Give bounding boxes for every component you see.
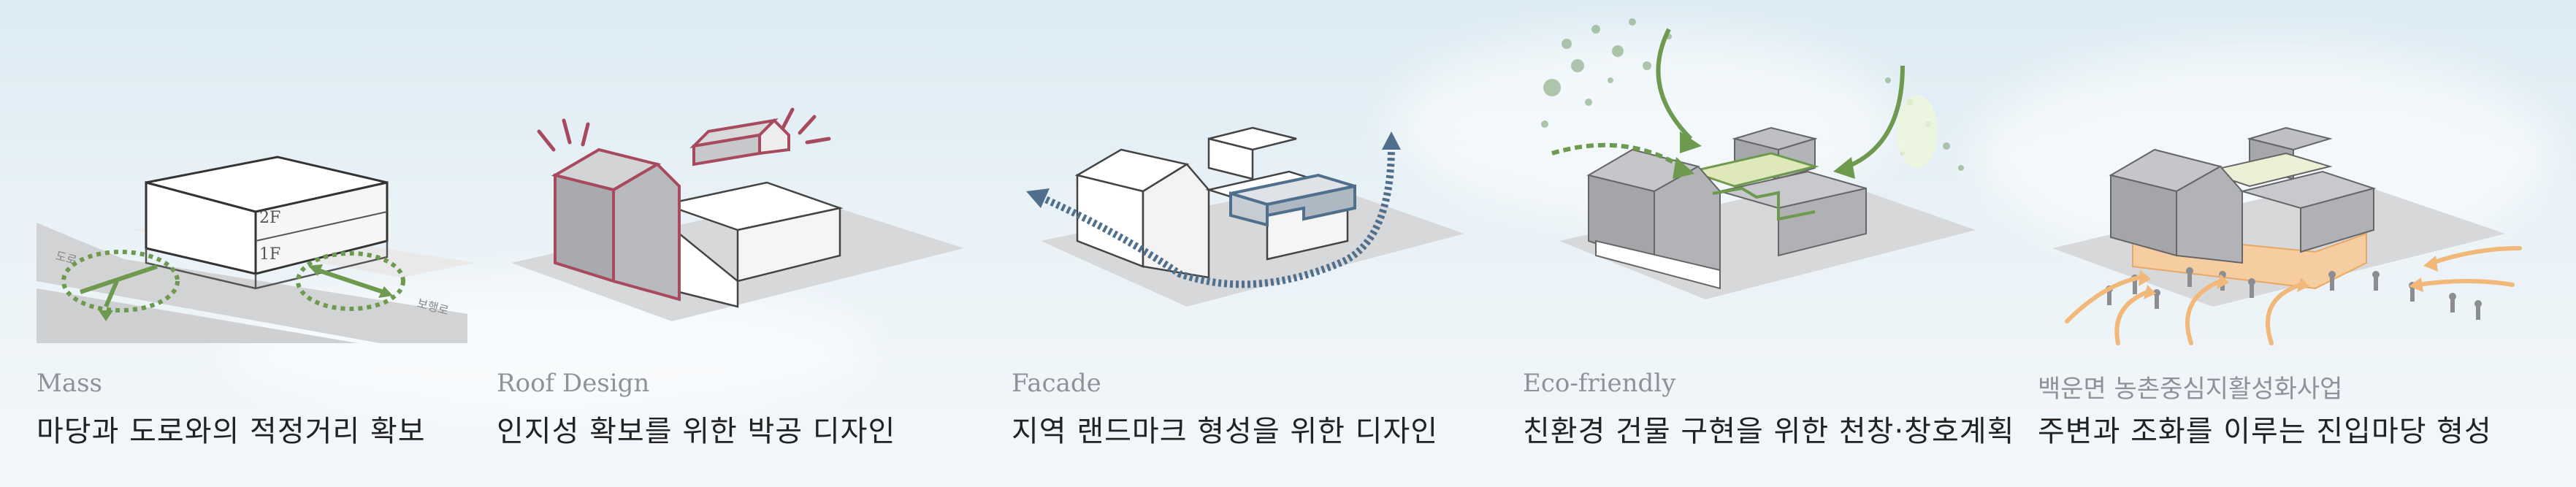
entrance-diagram	[2052, 126, 2522, 345]
facade-diagram	[1026, 126, 1464, 307]
light-ray	[1897, 95, 1938, 168]
access-arrows	[2065, 246, 2522, 345]
panel-subtitle: Eco-friendly	[1523, 369, 1676, 398]
panel-title: 인지성 확보를 위한 박공 디자인	[497, 415, 896, 448]
panel-title: 주변과 조화를 이루는 진입마당 형성	[2038, 415, 2492, 448]
panel-title: 마당과 도로와의 적정거리 확보	[37, 415, 426, 448]
wind-arrow-right	[1843, 65, 1905, 170]
panel-facade: Facade 지역 랜드마크 형성을 위한 디자인	[1012, 0, 1508, 487]
panel-subtitle: Roof Design	[497, 369, 650, 398]
eco-diagram	[1541, 18, 1976, 299]
wind-arrow-top	[1656, 28, 1693, 141]
panel-subtitle: 백운면 농촌중심지활성화사업	[2038, 375, 2343, 404]
distance-arrow-left	[80, 264, 158, 294]
panel-mass: 도로 보행로 2F 1F Mass 마당과 도로와의 적정거리 확보	[37, 0, 533, 487]
skylight	[1686, 152, 1819, 188]
panel-subtitle: Facade	[1012, 369, 1101, 398]
facade-frame	[1266, 184, 1356, 225]
facade-flow-arrow	[1039, 145, 1395, 288]
mass-diagram: 도로 보행로 2F 1F	[37, 156, 475, 343]
panel-subtitle: Mass	[37, 369, 102, 398]
road-strip	[37, 223, 467, 343]
ventilation-frame	[1712, 186, 1816, 221]
ground-plate	[2052, 179, 2505, 307]
distance-ring-left	[61, 250, 180, 312]
panel-title: 지역 랜드마크 형성을 위한 디자인	[1012, 415, 1439, 448]
roof-diagram	[511, 107, 964, 321]
panel-roof-design: Roof Design 인지성 확보를 위한 박공 디자인	[497, 0, 993, 487]
distance-ring-right	[296, 251, 405, 311]
ground-plate	[1041, 183, 1464, 307]
distance-arrow-right	[317, 268, 384, 294]
road-strip	[37, 288, 358, 343]
panel-eco-friendly: Eco-friendly 친환경 건물 구현을 위한 천창·창호계획	[1523, 0, 2019, 487]
arrow-head-left	[1026, 188, 1050, 208]
panel-entrance-yard: 백운면 농촌중심지활성화사업 주변과 조화를 이루는 진입마당 형성	[2038, 0, 2534, 487]
wind-arrow-left	[1551, 142, 1685, 170]
arrow-head-up	[1382, 131, 1401, 150]
floor-2f-label: 2F	[259, 209, 280, 227]
floor-1f-label: 1F	[259, 245, 280, 264]
panel-title: 친환경 건물 구현을 위한 천창·창호계획	[1523, 415, 2015, 448]
floor-line	[255, 211, 388, 242]
emphasis-marks	[537, 107, 831, 152]
